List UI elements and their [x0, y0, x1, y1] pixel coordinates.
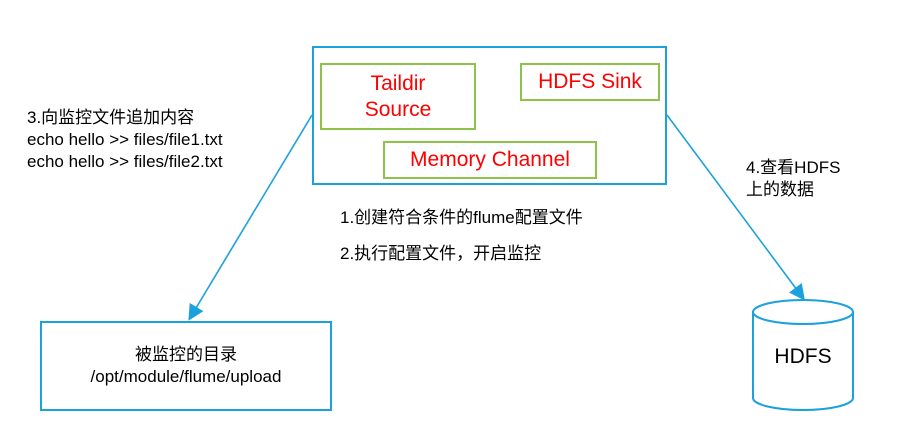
append-note-title: 3.向监控文件追加内容 [27, 108, 195, 127]
monitored-dir-title: 被监控的目录 [135, 345, 237, 364]
source-label-line2: Source [364, 97, 432, 121]
source-label-line1: Taildir [370, 71, 426, 95]
agent-to-hdfs-arrow [666, 114, 805, 301]
monitored-dir-path: /opt/module/flume/upload [90, 367, 282, 386]
step-2: 2.执行配置文件，开启监控 [340, 244, 542, 263]
hdfs-note-line2: 上的数据 [746, 180, 814, 199]
hdfs-note: 4.查看HDFS 上的数据 [746, 157, 840, 201]
step-1: 1.创建符合条件的flume配置文件 [340, 208, 583, 227]
hdfs-label: HDFS [774, 345, 832, 368]
hdfs-note-line1: 4.查看HDFS [746, 158, 841, 177]
agent-to-dir-arrow [188, 114, 313, 321]
taildir-source-box: Taildir Source [320, 63, 476, 130]
hdfs-sink-box: HDFS Sink [520, 63, 660, 101]
memory-channel-box: Memory Channel [383, 141, 597, 179]
monitored-dir-box: 被监控的目录 /opt/module/flume/upload [40, 321, 332, 411]
sink-label: HDFS Sink [538, 70, 642, 93]
hdfs-cylinder [752, 299, 854, 411]
channel-label: Memory Channel [410, 148, 570, 171]
append-command-1: echo hello >> files/file1.txt [27, 130, 223, 149]
append-note: 3.向监控文件追加内容 echo hello >> files/file1.tx… [27, 107, 223, 173]
append-command-2: echo hello >> files/file2.txt [27, 152, 223, 171]
